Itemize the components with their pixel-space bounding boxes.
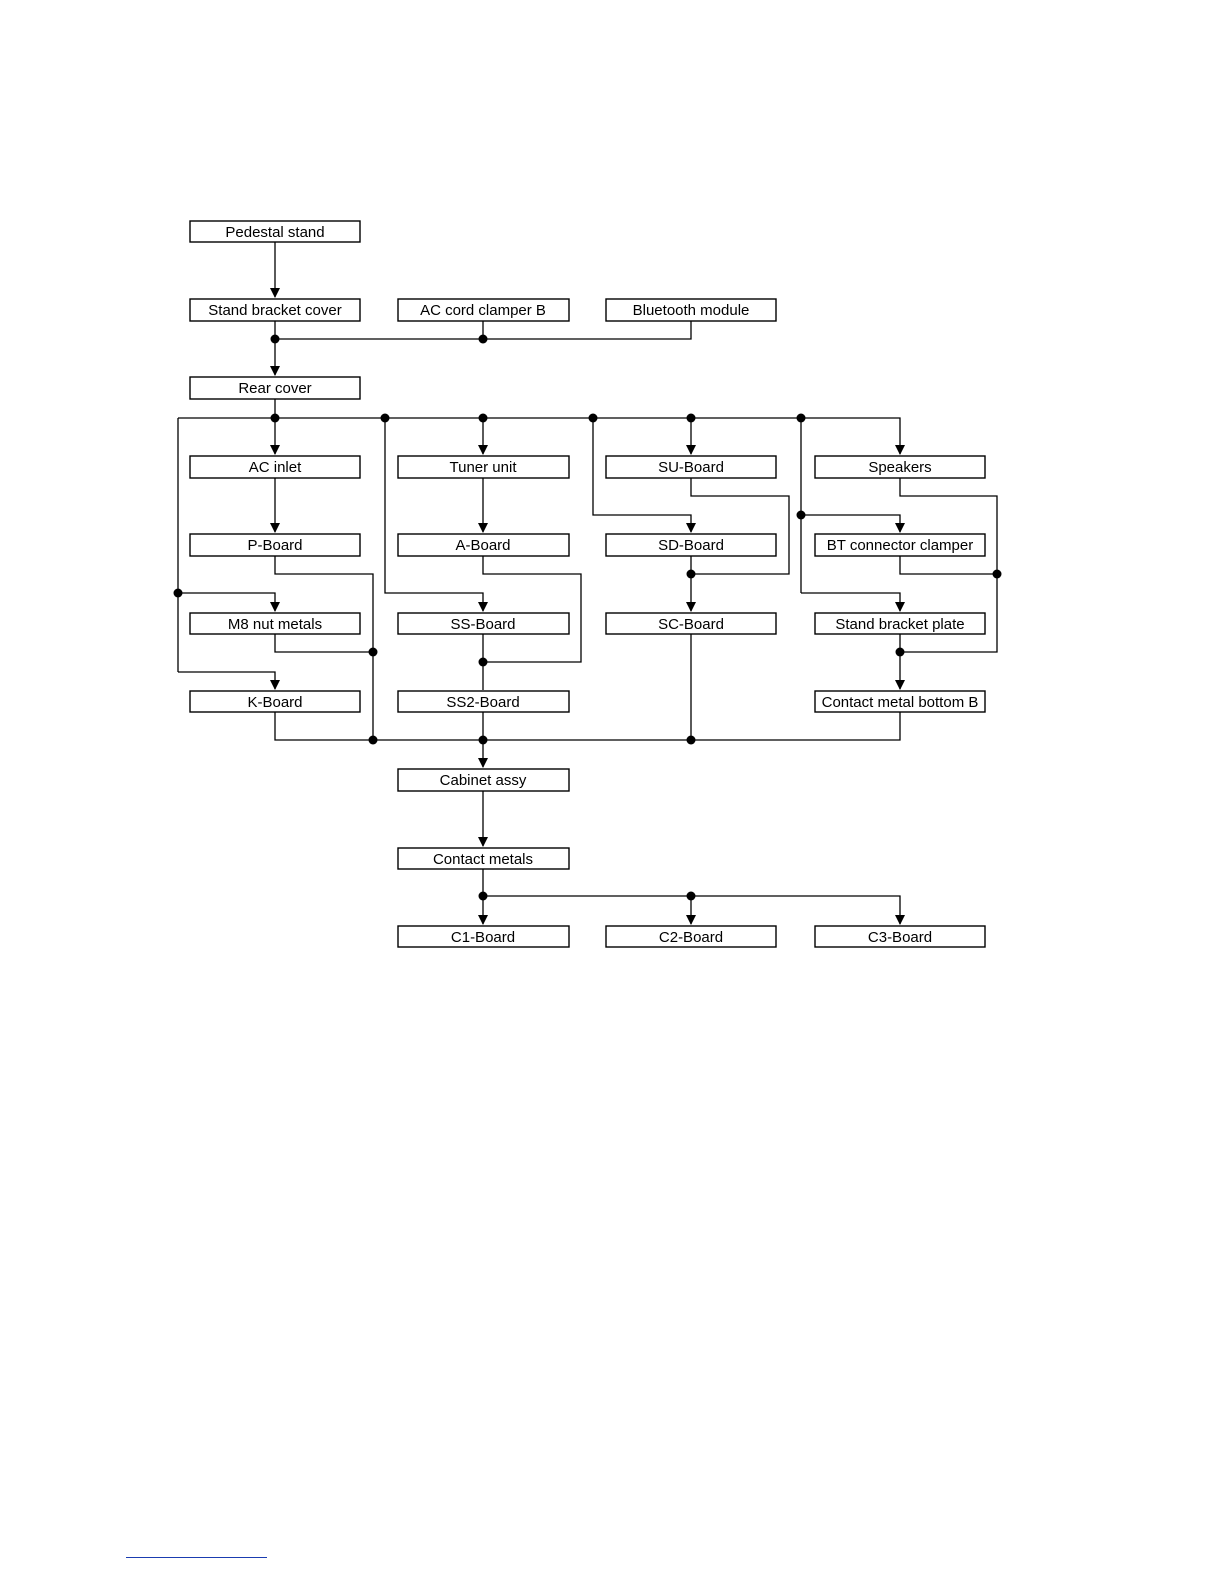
node-m8-nut-metals: M8 nut metals (189, 612, 361, 635)
node-c3-board: C3-Board (814, 925, 986, 948)
node-pedestal-stand: Pedestal stand (189, 220, 361, 243)
node-ac-cord-clamper-b: AC cord clamper B (397, 298, 570, 322)
svg-text:Cabinet assy: Cabinet assy (440, 772, 527, 789)
svg-text:Bluetooth module: Bluetooth module (633, 302, 750, 319)
node-k-board: K-Board (189, 690, 361, 713)
junction-dots (173, 334, 1002, 901)
svg-text:Contact metals: Contact metals (433, 851, 533, 868)
node-p-board: P-Board (189, 533, 361, 557)
node-rear-cover: Rear cover (189, 376, 361, 400)
node-sc-board: SC-Board (605, 612, 777, 635)
svg-text:K-Board: K-Board (247, 694, 302, 711)
svg-text:SS-Board: SS-Board (450, 616, 515, 633)
node-ss-board: SS-Board (397, 612, 570, 635)
svg-text:Contact metal bottom B: Contact metal bottom B (822, 694, 979, 711)
node-c1-board: C1-Board (397, 925, 570, 948)
node-sd-board: SD-Board (605, 533, 777, 557)
node-su-board: SU-Board (605, 455, 777, 479)
svg-text:SU-Board: SU-Board (658, 459, 724, 476)
svg-text:Speakers: Speakers (868, 459, 931, 476)
node-a-board: A-Board (397, 533, 570, 557)
svg-text:SD-Board: SD-Board (658, 537, 724, 554)
svg-text:Rear cover: Rear cover (238, 380, 311, 397)
svg-text:P-Board: P-Board (247, 537, 302, 554)
node-cabinet-assy: Cabinet assy (397, 768, 570, 792)
svg-text:C1-Board: C1-Board (451, 929, 515, 946)
connector-lines (177, 242, 998, 925)
node-bt-connector-clamper: BT connector clamper (814, 533, 986, 557)
node-ac-inlet: AC inlet (189, 455, 361, 479)
svg-text:M8 nut metals: M8 nut metals (228, 616, 322, 633)
node-contact-metals: Contact metals (397, 847, 570, 870)
footer-rule (126, 1557, 267, 1558)
svg-text:Pedestal stand: Pedestal stand (225, 224, 324, 241)
node-ss2-board: SS2-Board (397, 690, 570, 713)
svg-text:Stand bracket cover: Stand bracket cover (208, 302, 341, 319)
svg-text:Stand bracket plate: Stand bracket plate (835, 616, 964, 633)
svg-text:SS2-Board: SS2-Board (446, 694, 519, 711)
node-speakers: Speakers (814, 455, 986, 479)
svg-text:C3-Board: C3-Board (868, 929, 932, 946)
svg-text:C2-Board: C2-Board (659, 929, 723, 946)
node-bluetooth-module: Bluetooth module (605, 298, 777, 322)
svg-text:SC-Board: SC-Board (658, 616, 724, 633)
svg-text:A-Board: A-Board (455, 537, 510, 554)
svg-text:AC inlet: AC inlet (249, 459, 302, 476)
svg-text:BT connector clamper: BT connector clamper (827, 537, 973, 554)
svg-text:Tuner unit: Tuner unit (450, 459, 518, 476)
node-stand-bracket-plate: Stand bracket plate (814, 612, 986, 635)
node-stand-bracket-cover: Stand bracket cover (189, 298, 361, 322)
svg-text:AC cord clamper B: AC cord clamper B (420, 302, 546, 319)
node-contact-metal-bottom-b: Contact metal bottom B (814, 690, 986, 713)
node-c2-board: C2-Board (605, 925, 777, 948)
node-tuner-unit: Tuner unit (397, 455, 570, 479)
